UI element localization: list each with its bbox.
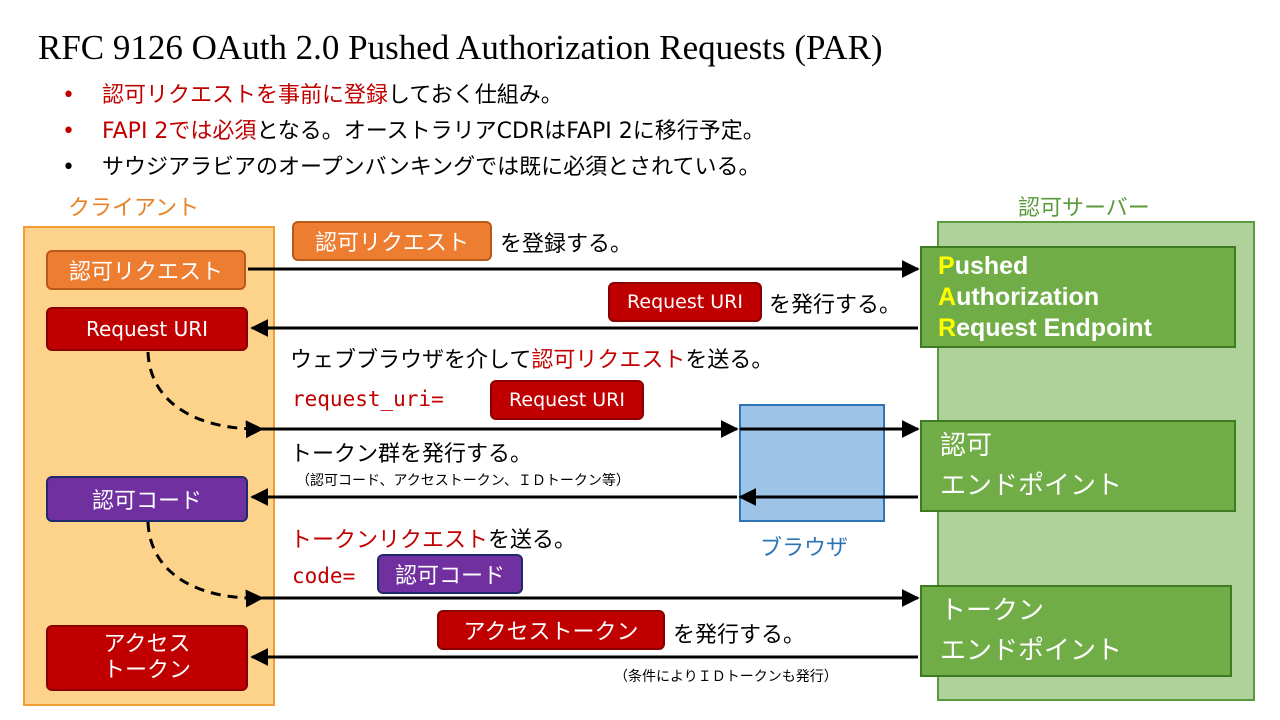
bullet-text: しておく仕組み。 [388, 83, 563, 108]
code-param-chip: 認可コード [377, 554, 523, 594]
tokens-issued-note: （認可コード、アクセストークン、ＩＤトークン等） [296, 473, 630, 489]
access-token-box: アクセス トークン [46, 625, 248, 691]
par-line-1: ushed [954, 251, 1029, 280]
page-title: RFC 9126 OAuth 2.0 Pushed Authorization … [38, 28, 883, 67]
access-token-note: （条件によりＩＤトークンも発行） [614, 669, 838, 685]
bullet-item: • 認可リクエストを事前に登録しておく仕組み。 [62, 78, 765, 114]
par-initial-p: P [938, 251, 955, 280]
register-chip: 認可リクエスト [292, 221, 492, 261]
bullet-text: となる。オーストラリアCDRはFAPI 2に移行予定。 [256, 119, 765, 144]
authz-endpoint-label-1: 認可 [940, 431, 993, 461]
bullet-list: • 認可リクエストを事前に登録しておく仕組み。 • FAPI 2では必須となる。… [62, 78, 765, 186]
par-line-3: equest Endpoint [956, 313, 1152, 342]
request-uri-param: request_uri= [292, 387, 444, 411]
bullet-marker: • [62, 119, 75, 144]
register-text: を登録する。 [500, 232, 633, 257]
via-browser-text: ウェブブラウザを介して認可リクエストを送る。 [290, 348, 774, 373]
authz-endpoint-box: 認可 エンドポイント [920, 420, 1236, 512]
auth-code-box: 認可コード [46, 476, 248, 522]
access-token-label-1: アクセス [103, 632, 191, 657]
tokens-issued-text: トークン群を発行する。 [290, 442, 533, 467]
bullet-highlight: 認可リクエストを事前に登録 [102, 83, 389, 108]
authz-endpoint-label-2: エンドポイント [940, 471, 1123, 501]
token-endpoint-box: トークン エンドポイント [920, 585, 1232, 677]
bullet-marker: • [62, 83, 75, 108]
auth-request-box: 認可リクエスト [46, 250, 246, 290]
par-endpoint-box: Pushed Authorization Request Endpoint [920, 246, 1236, 348]
dashed-curve-auth-code [146, 521, 264, 608]
bullet-highlight: FAPI 2では必須 [102, 119, 257, 144]
bullet-item: • FAPI 2では必須となる。オーストラリアCDRはFAPI 2に移行予定。 [62, 114, 765, 150]
access-token-text: を発行する。 [673, 623, 806, 648]
token-endpoint-label-2: エンドポイント [940, 636, 1123, 666]
access-token-label-2: トークン [102, 658, 191, 683]
issue-request-uri-text: を発行する。 [769, 293, 902, 318]
bullet-marker: • [62, 155, 75, 180]
browser-box [739, 404, 885, 522]
par-initial-r: R [938, 313, 957, 342]
request-uri-box: Request URI [46, 307, 248, 351]
access-token-chip: アクセストークン [437, 610, 665, 650]
browser-label: ブラウザ [760, 536, 849, 561]
token-endpoint-label-1: トークン [940, 596, 1045, 626]
bullet-item: • サウジアラビアのオープンバンキングでは既に必須とされている。 [62, 150, 765, 186]
client-label: クライアント [68, 196, 200, 221]
server-label: 認可サーバー [1018, 196, 1150, 221]
request-uri-param-chip: Request URI [490, 380, 644, 420]
par-line-2: uthorization [956, 282, 1100, 311]
bullet-text: サウジアラビアのオープンバンキングでは既に必須とされている。 [102, 155, 761, 180]
token-request-text: トークンリクエストを送る。 [290, 528, 577, 553]
issue-request-uri-chip: Request URI [608, 282, 762, 322]
code-param: code= [292, 564, 356, 588]
dashed-curve-request-uri [146, 351, 264, 439]
par-initial-a: A [938, 282, 957, 311]
